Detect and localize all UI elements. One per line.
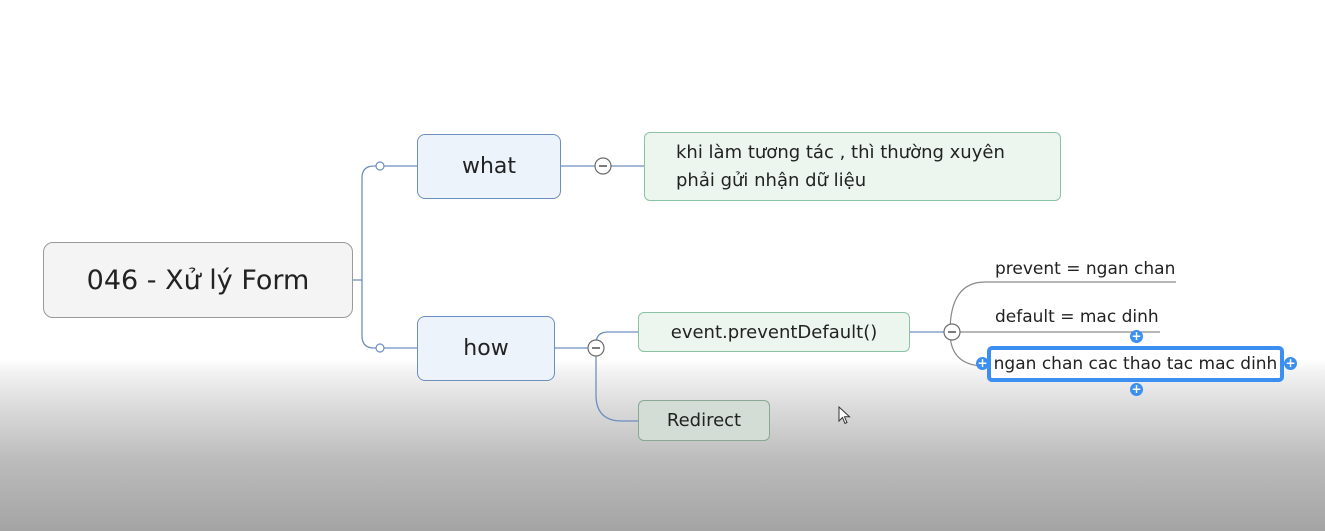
- topic-what[interactable]: what: [417, 134, 561, 199]
- leaf-selected-ngan-chan[interactable]: ngan chan cac thao tac mac dinh: [987, 346, 1284, 382]
- junction-dot-how: [375, 343, 385, 353]
- junction-dot-what: [375, 161, 385, 171]
- root-topic[interactable]: 046 - Xử lý Form: [43, 242, 353, 318]
- plus-handle-icon[interactable]: +: [1130, 382, 1143, 396]
- collapse-how-icon[interactable]: [587, 339, 605, 357]
- collapse-what-icon[interactable]: [594, 157, 612, 175]
- subtopic-redirect[interactable]: Redirect: [638, 400, 770, 441]
- plus-handle-icon[interactable]: +: [976, 356, 989, 370]
- plus-handle-icon[interactable]: +: [1130, 329, 1143, 343]
- leaf-default[interactable]: default = mac dinh: [995, 307, 1159, 327]
- connector-leaf-prevent: [949, 281, 1176, 333]
- leaf-prevent[interactable]: prevent = ngan chan: [995, 259, 1176, 279]
- connector-root-how: [361, 280, 417, 349]
- subtopic-what-detail[interactable]: khi làm tương tác , thì thường xuyên phả…: [644, 132, 1061, 201]
- mouse-pointer-icon: [838, 406, 851, 425]
- plus-handle-icon[interactable]: +: [1284, 356, 1297, 370]
- collapse-event-icon[interactable]: [943, 323, 961, 341]
- connector-root-what: [353, 165, 417, 281]
- subtopic-event-prevent-default[interactable]: event.preventDefault(): [638, 312, 910, 352]
- connector-how-redirect: [595, 348, 638, 422]
- topic-how[interactable]: how: [417, 316, 555, 381]
